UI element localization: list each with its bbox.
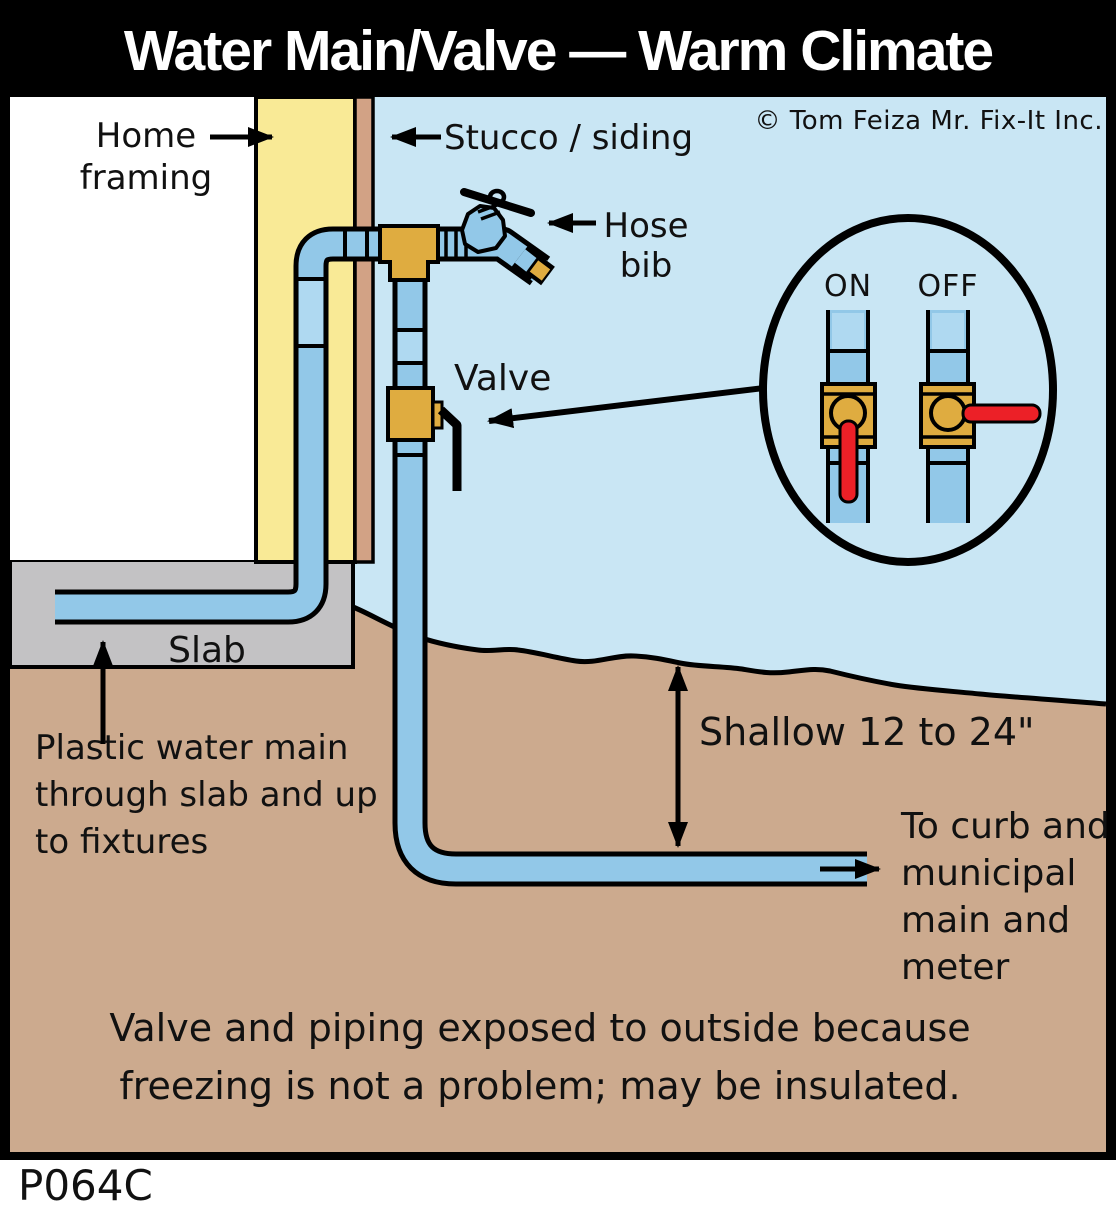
pipe-couplings [394,328,426,457]
home-interior [10,97,256,560]
slab-label: Slab [168,630,246,671]
to-curb-label-line1: To curb and [900,806,1110,847]
home-framing-label-line2: framing [80,158,212,198]
to-curb-label-line3: main and [901,900,1070,941]
valve-position-inset: ON OFF [759,214,1057,566]
plan-code: P064C [18,1161,153,1207]
inset-off-valve [919,310,1042,523]
page-title: Water Main/Valve — Warm Climate [124,19,993,83]
annotation-arrows [93,127,881,879]
hose-bib [436,188,555,286]
bib-body [460,204,507,254]
on-red-handle [838,419,859,504]
ground-surface-line [352,604,1107,707]
valve-leader-arrow [487,385,765,429]
pipe-couplings [294,227,369,348]
off-red-handle [961,403,1042,424]
plastic-water-main-pipe [55,226,380,625]
bottom-margin [0,1160,1116,1207]
hose-bib-label-line2: bib [620,246,673,286]
inset-on-valve [820,310,877,523]
stucco-label: Stucco / siding [444,118,693,158]
valve-handle [437,406,462,491]
inset-off-label: OFF [917,269,978,304]
brass-tee-fitting [378,224,440,282]
caption-line1: Valve and piping exposed to outside beca… [109,1006,970,1050]
caption-line2: freezing is not a problem; may be insula… [119,1064,960,1108]
shallow-depth-label: Shallow 12 to 24" [699,710,1035,754]
outside-riser-and-buried-main-pipe [392,278,867,887]
hose-bib-label-line1: Hose [604,206,689,246]
plastic-main-label-line1: Plastic water main [35,728,348,768]
copyright-note: © Tom Feiza Mr. Fix-It Inc. [755,106,1103,136]
bib-handle-screw [487,188,507,206]
plastic-main-label-line2: through slab and up [35,775,378,815]
plastic-main-label-line3: to fixtures [35,822,208,862]
inset-on-label: ON [824,269,872,304]
stucco-siding-strip [353,95,375,564]
main-shutoff-valve [386,386,462,491]
valve-label: Valve [454,358,551,399]
home-framing-label-line1: Home [96,116,196,156]
to-curb-label-line2: municipal [901,853,1076,894]
to-curb-label-line4: meter [901,947,1009,988]
